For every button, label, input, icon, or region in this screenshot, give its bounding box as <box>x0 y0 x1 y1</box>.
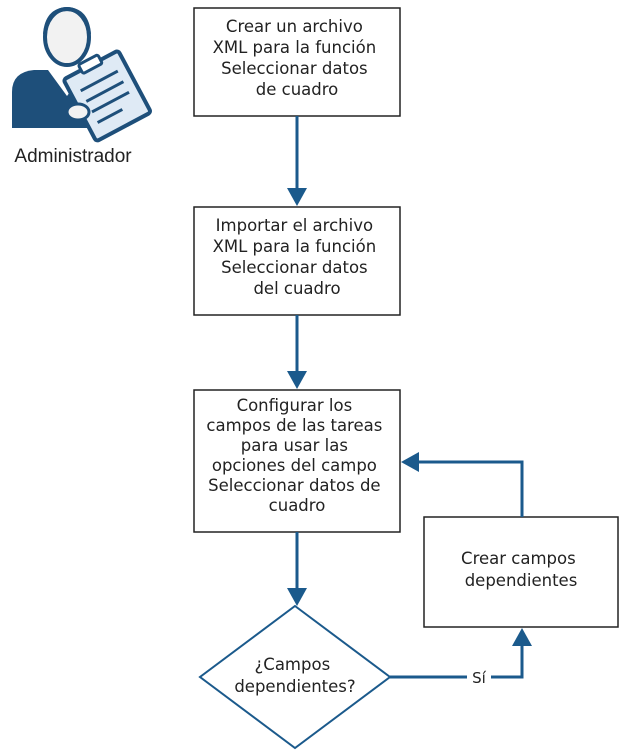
step-create-xml-box: Crear un archivo XML para la función Sel… <box>193 7 401 117</box>
edge-label-yes: Sí <box>472 669 487 687</box>
arrow-decision-yes-to-side <box>390 644 524 679</box>
administrator-clipboard-icon <box>12 6 152 143</box>
connectors <box>295 116 524 679</box>
step-create-dependent-fields-text: Crear campos dependientes <box>461 549 581 590</box>
actor-label: Administrador <box>14 146 132 167</box>
step-import-xml-text: Importar el archivo XML para la función … <box>213 216 382 298</box>
yes-label-bg <box>467 668 491 686</box>
arrowhead-decision <box>287 588 307 606</box>
arrowheads <box>287 188 532 646</box>
arrowhead-step3 <box>287 371 307 389</box>
arrowhead-side <box>512 628 532 646</box>
step-import-xml-box: Importar el archivo XML para la función … <box>193 206 401 316</box>
decision-dependent-fields-text: ¿Campos dependientes? <box>234 655 355 696</box>
step-configure-fields-text: Configurar los campos de las tareas para… <box>206 396 387 515</box>
decision-dependent-fields-diamond: ¿Campos dependientes? <box>198 604 392 750</box>
arrowhead-step2 <box>287 188 307 206</box>
arrowhead-loop-back <box>401 452 419 472</box>
step-create-dependent-fields-box: Crear campos dependientes <box>423 516 619 628</box>
step-configure-fields-box: Configurar los campos de las tareas para… <box>193 389 401 533</box>
step-create-xml-text: Crear un archivo XML para la función Sel… <box>213 17 382 99</box>
arrow-side-to-step3 <box>418 460 524 517</box>
